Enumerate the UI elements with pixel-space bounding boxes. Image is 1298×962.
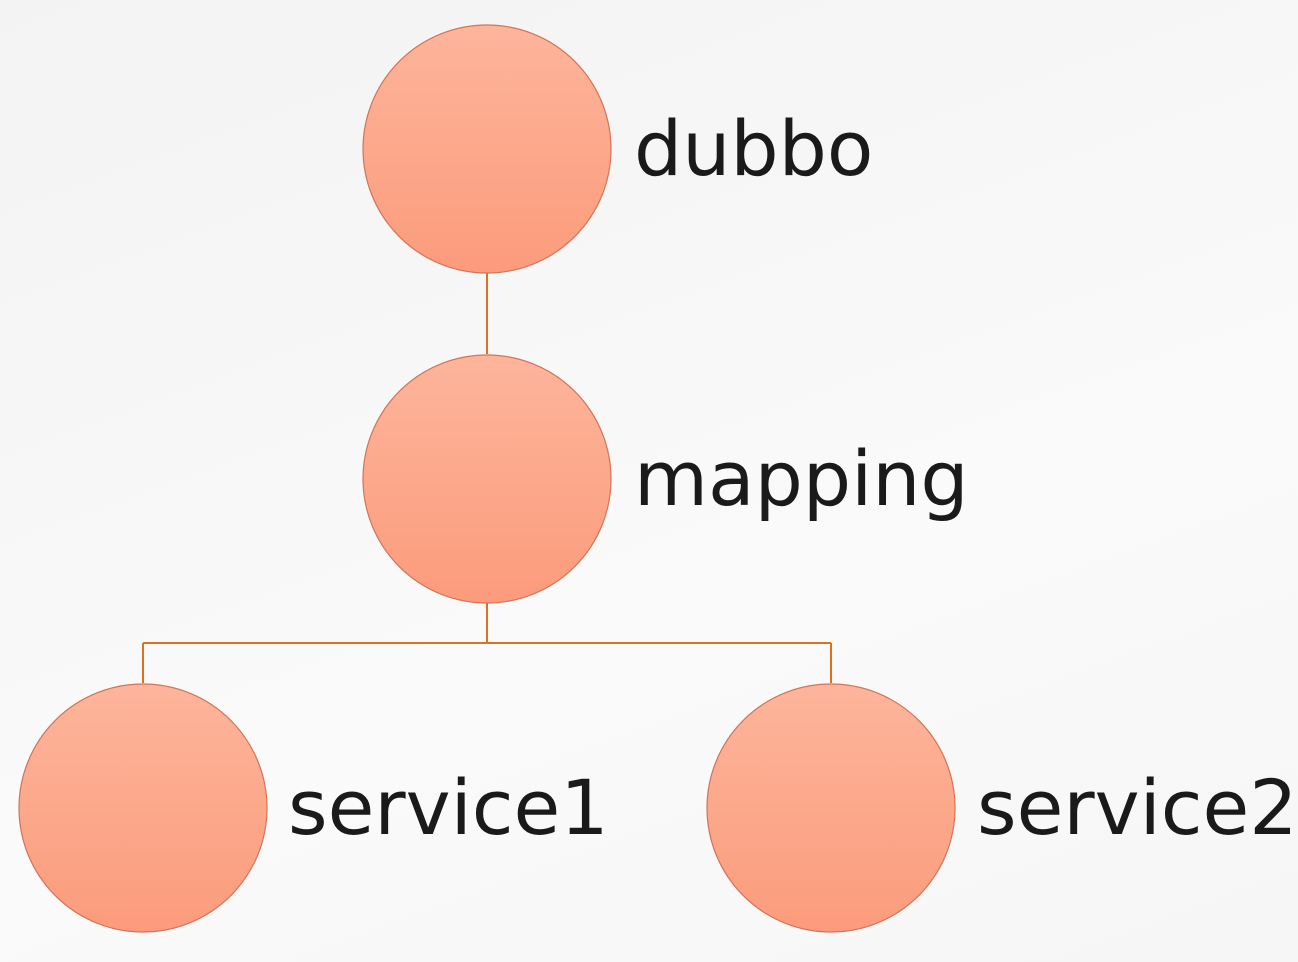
node-label: service1 bbox=[288, 763, 609, 852]
node-mapping: mapping bbox=[362, 354, 969, 604]
node-service1: service1 bbox=[18, 683, 609, 933]
node-circle bbox=[362, 354, 612, 604]
node-label: mapping bbox=[634, 434, 969, 523]
node-label: dubbo bbox=[634, 104, 873, 193]
node-circle bbox=[362, 24, 612, 274]
node-circle bbox=[706, 683, 956, 933]
connectors bbox=[142, 273, 832, 683]
node-label: service2 bbox=[977, 763, 1298, 852]
node-dubbo: dubbo bbox=[362, 24, 873, 274]
node-service2: service2 bbox=[706, 683, 1298, 933]
node-circle bbox=[18, 683, 268, 933]
